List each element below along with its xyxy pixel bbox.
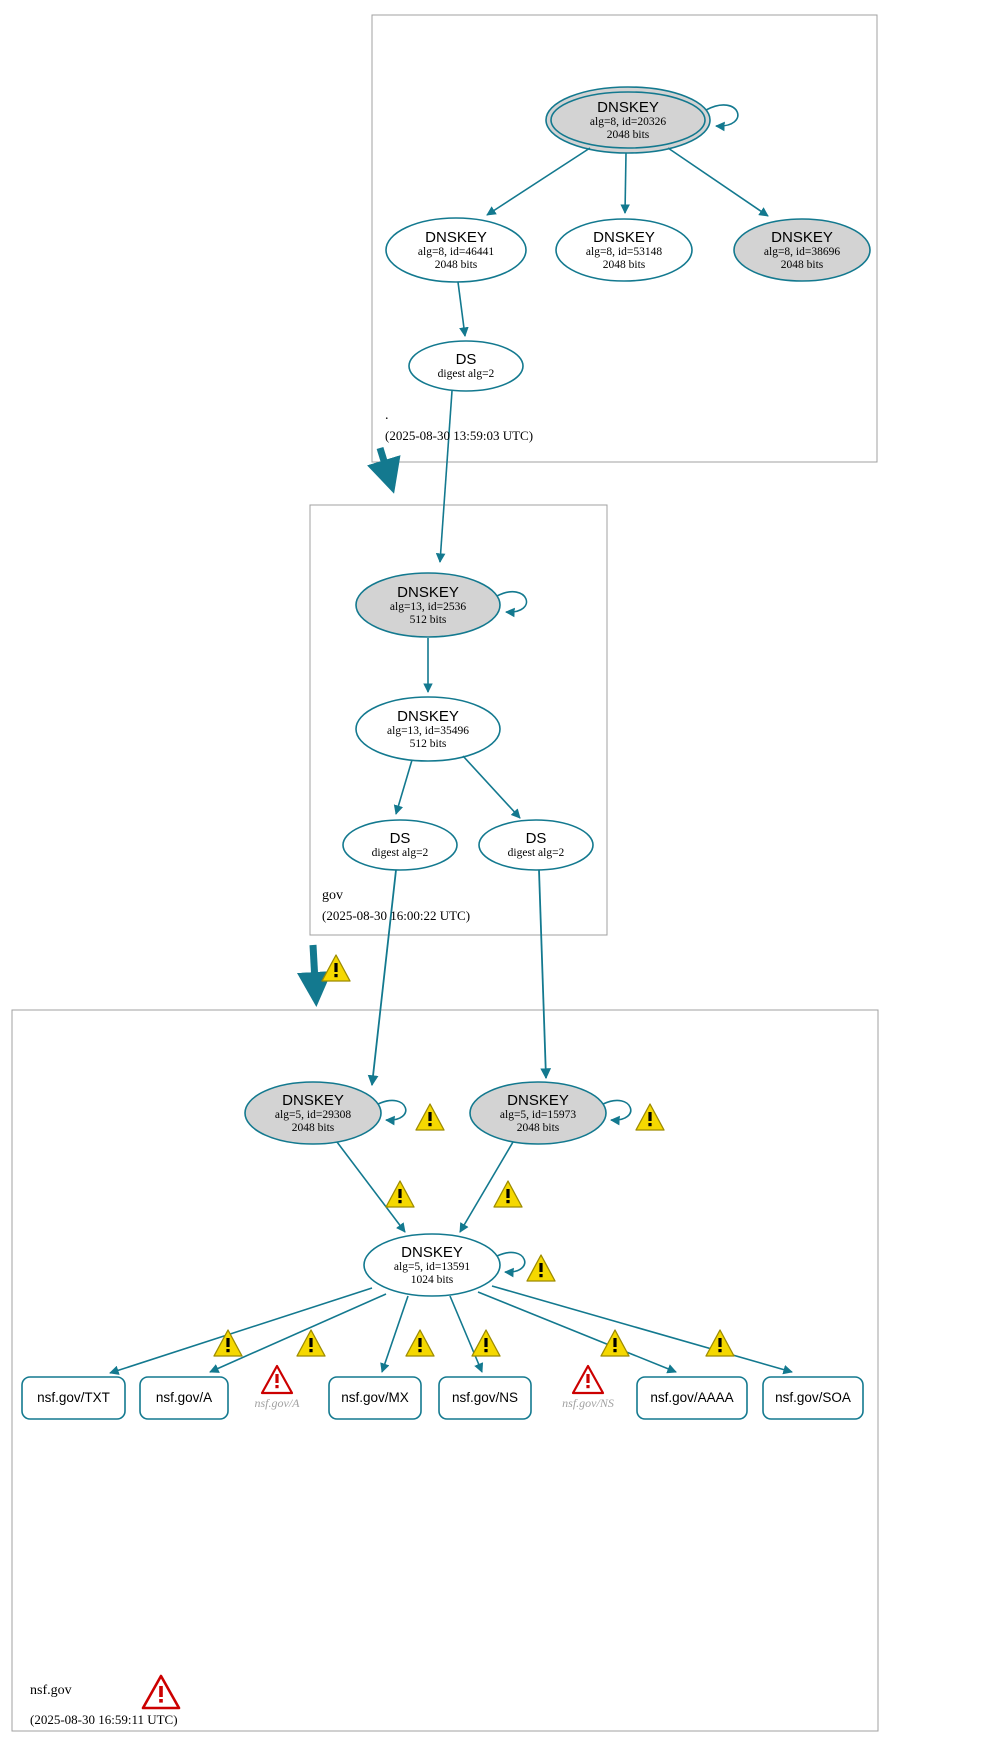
self-sign-loop-root-ksk	[705, 104, 739, 132]
edge-root-ksk-to-46441	[486, 147, 591, 216]
warning-triangle-icon-rrset-soa[interactable]	[705, 1329, 735, 1357]
rrset-box-aaaa[interactable]	[636, 1376, 748, 1420]
node-root-ds-gov[interactable]	[408, 340, 524, 392]
edge-nsf-13591-to-txt	[109, 1287, 373, 1375]
edge-gov-ds1-to-nsf-29308	[367, 869, 397, 1087]
zone-label-gov-name: gov	[322, 888, 343, 903]
edge-gov-ds2-to-nsf-15973	[538, 869, 552, 1080]
node-nsf-ksk-15973[interactable]	[469, 1081, 607, 1145]
error-triangle-icon-rrset-ns-nx[interactable]	[571, 1364, 605, 1395]
zone-box-gov	[309, 504, 608, 936]
self-sign-loop-gov-ksk	[496, 590, 528, 618]
edge-gov-zsk-to-ds2	[462, 755, 521, 819]
warning-triangle-icon-nsf-13591-self[interactable]	[526, 1254, 556, 1282]
error-triangle-icon-zone-nsfgov[interactable]	[141, 1674, 181, 1710]
delegation-arrow-gov-to-nsfgov	[297, 944, 332, 1007]
rrset-box-soa[interactable]	[762, 1376, 864, 1420]
node-gov-zsk-35496[interactable]	[355, 696, 501, 762]
edge-nsf-29308-to-13591	[336, 1141, 406, 1233]
edge-nsf-13591-to-mx	[380, 1295, 409, 1373]
edge-root-ksk-to-38696	[667, 147, 769, 217]
edge-nsf-13591-to-a	[209, 1293, 387, 1373]
edge-nsf-15973-to-13591	[459, 1141, 514, 1233]
rrset-box-a[interactable]	[139, 1376, 229, 1420]
self-sign-loop-nsf-29308	[377, 1099, 407, 1126]
zone-label-gov-timestamp: (2025-08-30 16:00:22 UTC)	[322, 908, 471, 923]
edge-nsf-13591-to-aaaa	[477, 1291, 677, 1374]
rrset-box-ns[interactable]	[438, 1376, 532, 1420]
node-gov-ksk-2536[interactable]	[355, 572, 501, 638]
edge-nsf-13591-to-soa	[491, 1285, 793, 1375]
node-nsf-ksk-29308[interactable]	[244, 1081, 382, 1145]
zone-label-nsfgov-name: nsf.gov	[30, 1683, 72, 1698]
edge-gov-zsk-to-ds1	[393, 759, 413, 815]
self-sign-loop-nsf-15973	[602, 1099, 632, 1126]
node-root-zsk-46441[interactable]	[385, 217, 527, 283]
rrset-box-mx[interactable]	[328, 1376, 422, 1420]
warning-triangle-icon-edge-29308-13591[interactable]	[385, 1180, 415, 1208]
node-gov-ds-1[interactable]	[342, 819, 458, 871]
warning-triangle-icon-rrset-txt[interactable]	[213, 1329, 243, 1357]
node-root-ksk-20326[interactable]	[545, 86, 711, 154]
zone-label-root-timestamp: (2025-08-30 13:59:03 UTC)	[385, 428, 534, 443]
warning-triangle-icon-edge-15973-13591[interactable]	[493, 1180, 523, 1208]
edge-nsf-13591-to-ns	[449, 1295, 484, 1373]
warning-triangle-icon-rrset-aaaa[interactable]	[600, 1329, 630, 1357]
zone-label-root-name: .	[385, 408, 389, 423]
warning-triangle-icon-rrset-a[interactable]	[296, 1329, 326, 1357]
self-sign-loop-nsf-13591	[496, 1251, 526, 1278]
node-gov-ds-2[interactable]	[478, 819, 594, 871]
edge-root-46441-to-ds	[457, 281, 469, 337]
node-root-zsk-38696[interactable]	[733, 218, 871, 282]
node-root-zsk-53148[interactable]	[555, 218, 693, 282]
warning-triangle-icon-rrset-ns[interactable]	[471, 1329, 501, 1357]
zone-box-root	[371, 14, 878, 463]
warning-triangle-icon-rrset-mx[interactable]	[405, 1329, 435, 1357]
edge-root-ds-to-gov-ksk	[435, 390, 453, 563]
warning-triangle-icon-nsf-29308[interactable]	[415, 1103, 445, 1131]
node-nsf-zsk-13591[interactable]	[363, 1233, 501, 1297]
warning-triangle-icon-nsf-15973[interactable]	[635, 1103, 665, 1131]
rrset-box-txt[interactable]	[21, 1376, 126, 1420]
zone-label-nsfgov-timestamp: (2025-08-30 16:59:11 UTC)	[30, 1712, 178, 1727]
zone-box-nsfgov	[11, 1009, 879, 1732]
delegation-arrow-root-to-gov	[367, 446, 401, 494]
error-triangle-icon-rrset-a-nx[interactable]	[260, 1364, 294, 1395]
warning-triangle-icon-gov-delegation[interactable]	[321, 954, 351, 982]
edge-root-ksk-to-53148	[620, 152, 630, 214]
